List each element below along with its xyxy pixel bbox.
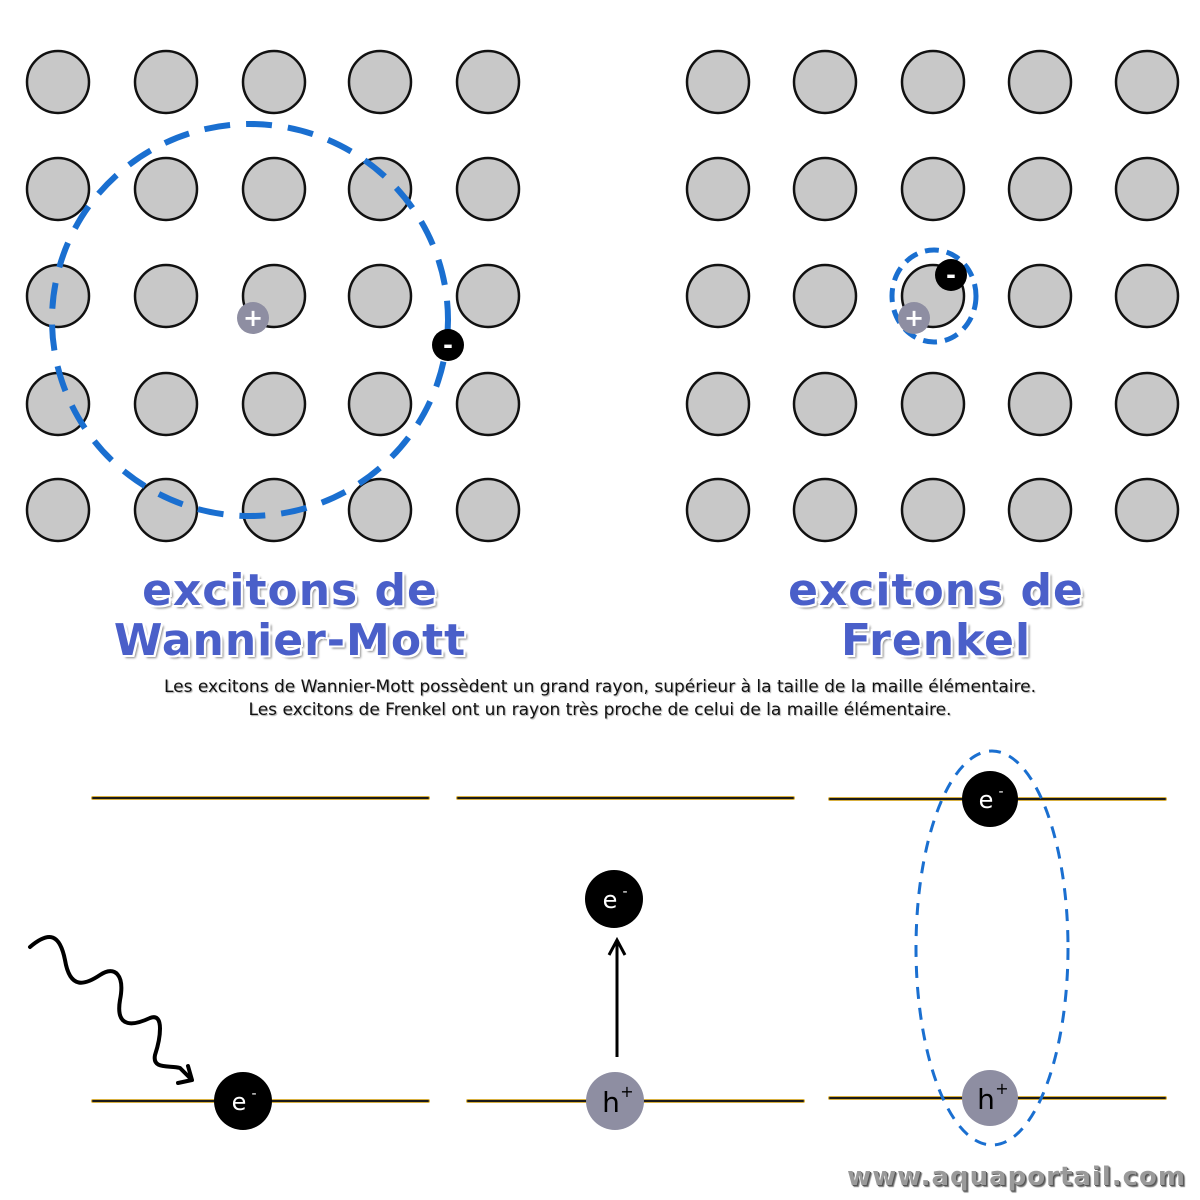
svg-text:h: h [977,1083,995,1116]
svg-text:e: e [603,886,618,914]
energy-levels [91,796,1167,1103]
step2-hole: h + [586,1072,644,1130]
svg-text:-: - [251,1086,256,1102]
svg-text:-: - [998,784,1003,800]
wannier-mott-lattice [25,49,521,543]
frenkel-lattice [685,49,1180,543]
svg-text:e: e [979,786,994,814]
wannier-mott-title-line2: Wannier-Mott [113,615,467,666]
svg-text:+: + [904,304,924,332]
excitation-arrowhead-icon [607,936,627,956]
frenkel-electron: - [935,259,967,291]
frenkel-title-line2: Frenkel [840,615,1032,666]
wannier-mott-title: excitons de Wannier-Mott [40,566,540,666]
caption-line1: Les excitons de Wannier-Mott possèdent u… [163,677,1036,697]
step3-electron: e - [962,771,1018,827]
caption-line2: Les excitons de Frenkel ont un rayon trè… [248,700,952,720]
photon-wave-icon [28,935,192,1080]
frenkel-title: excitons de Frenkel [686,566,1186,666]
photon-arrowhead-icon [176,1064,194,1085]
svg-text:+: + [620,1082,633,1101]
svg-text:-: - [622,884,627,900]
wannier-mott-electron: - [432,329,464,361]
svg-text:-: - [443,331,453,359]
svg-text:-: - [946,261,956,289]
caption: Les excitons de Wannier-Mott possèdent u… [0,676,1200,722]
wannier-mott-title-line1: excitons de [142,565,438,616]
frenkel-hole: + [898,302,930,334]
svg-text:+: + [243,304,263,332]
frenkel-exciton-orbit [889,247,979,345]
svg-text:h: h [602,1086,620,1119]
svg-text:+: + [995,1079,1008,1098]
svg-text:e: e [232,1088,247,1116]
watermark: www.aquaportail.com [847,1162,1186,1192]
bound-exciton-orbit [914,749,1070,1147]
step2-electron: e - [585,870,643,928]
step3-hole: h + [962,1070,1018,1126]
wannier-mott-exciton-orbit [49,121,451,519]
wannier-mott-hole: + [237,302,269,334]
step1-electron: e - [214,1072,272,1130]
frenkel-title-line1: excitons de [788,565,1084,616]
